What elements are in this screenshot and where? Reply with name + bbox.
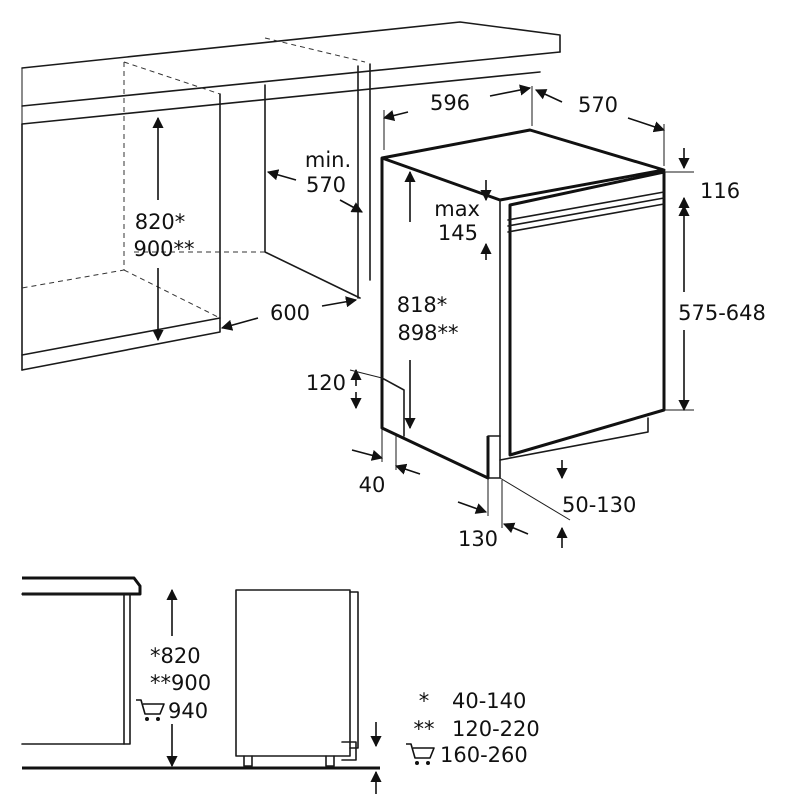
legend-value-3: 160-260 [440, 743, 528, 767]
foot-height-label: 120 [306, 371, 346, 395]
min-depth-label: 570 [306, 173, 346, 197]
niche-depth-label: 600 [270, 301, 310, 325]
legend: * 40-140 ** 120-220 160-260 [406, 689, 540, 767]
right-cabinet [130, 37, 371, 299]
cart-icon [136, 699, 165, 721]
niche-depth-dimension: 600 [220, 296, 358, 331]
plinth-height-dimension: 50-130 [499, 460, 636, 548]
legend-mark-2: ** [414, 717, 435, 741]
appliance-height-dimension: 818* 898** [397, 170, 459, 430]
side-height-900: **900 [150, 671, 211, 695]
plinth-height-label: 50-130 [562, 493, 636, 517]
foot-height-dimension: 120 [306, 368, 383, 410]
max-gap-dimension: max 145 [434, 180, 492, 260]
top-gap-label: 116 [700, 179, 740, 203]
niche-height-label-2: 900** [133, 237, 194, 261]
appliance-height-label-1: 818* [397, 293, 448, 317]
door-height-label: 575-648 [678, 301, 766, 325]
plinth-depth-dimension: 130 [457, 478, 529, 551]
legend-value-2: 120-220 [452, 717, 540, 741]
depth-dimension: 570 [534, 89, 666, 166]
max-label: max [434, 197, 480, 221]
width-label: 596 [430, 91, 470, 115]
foot-depth-label: 40 [359, 473, 386, 497]
side-view-cabinet [21, 576, 380, 770]
door-height-dimension: 575-648 [664, 204, 766, 412]
width-dimension: 596 [382, 84, 533, 150]
legend-mark-1: * [419, 689, 430, 713]
cart-icon [406, 743, 435, 765]
worktop [21, 21, 561, 125]
side-height-820: *820 [150, 644, 201, 668]
depth-label: 570 [578, 93, 618, 117]
plinth-depth-label: 130 [458, 527, 498, 551]
side-height-940: 940 [168, 699, 208, 723]
legend-value-1: 40-140 [452, 689, 526, 713]
min-depth-dimension: min. 570 [266, 148, 363, 213]
dishwasher [380, 128, 666, 480]
foot-depth-dimension: 40 [351, 428, 421, 497]
appliance-height-label-2: 898** [397, 321, 458, 345]
niche-height-label-1: 820* [135, 210, 186, 234]
max-gap-label: 145 [438, 221, 478, 245]
side-height-dimension: *820 **900 940 [136, 588, 211, 768]
min-label: min. [305, 148, 351, 172]
side-view-dishwasher [235, 589, 359, 767]
niche-height-dimension: 820* 900** [133, 116, 195, 342]
left-cabinet [21, 61, 221, 371]
top-gap-dimension: 116 [664, 148, 740, 216]
